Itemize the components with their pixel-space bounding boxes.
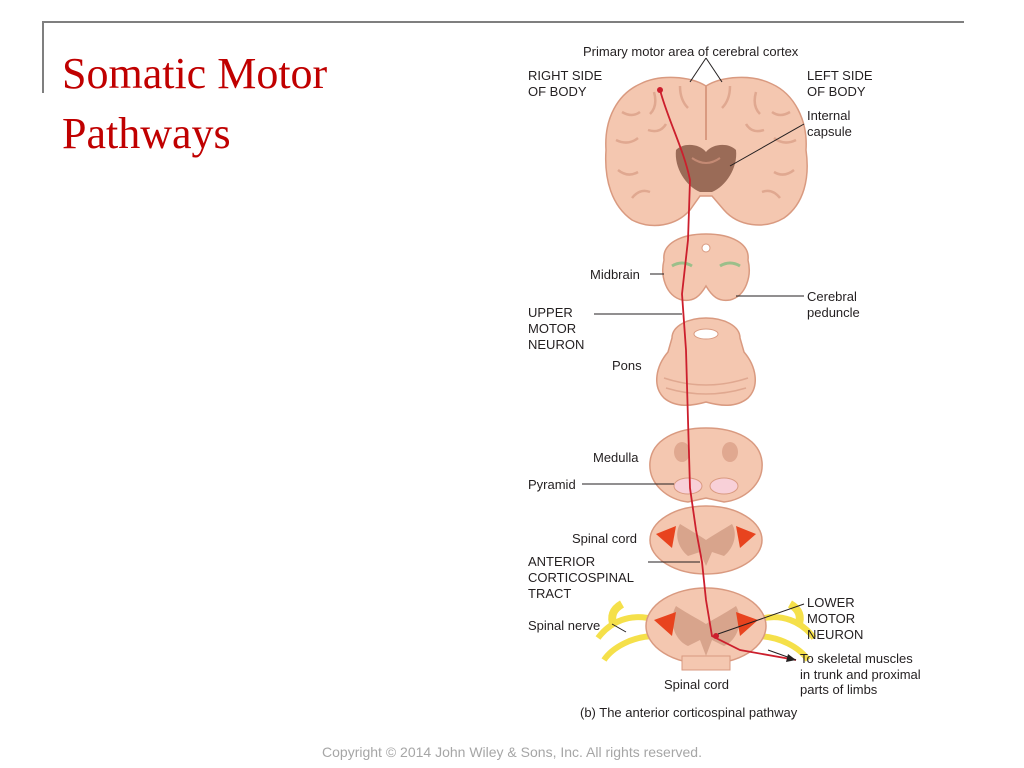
label-medulla: Medulla [593,450,639,465]
slide-title: Somatic Motor Pathways [62,44,327,164]
pyramid-left [673,477,703,495]
substantia-nigra-left [671,261,693,268]
title-line-1: Somatic Motor [62,49,328,98]
label-right-side-2: OF BODY [528,84,587,99]
medulla-nucleus-left [674,442,690,462]
label-left-side-1: LEFT SIDE [807,68,873,83]
label-anterior-2: CORTICOSPINAL [528,570,634,585]
thalamus-highlight [691,157,721,164]
dorsal-ganglion-left [608,600,625,628]
pons-section [656,317,756,406]
substantia-nigra-right [719,261,741,268]
pons-fibers [663,377,749,395]
label-primary-motor: Primary motor area of cerebral cortex [583,44,799,59]
label-lower-motor-1: LOWER [807,595,855,610]
leader-primary-motor-left [689,57,707,83]
label-left-side-2: OF BODY [807,84,866,99]
gray-matter-upper [677,524,735,566]
label-right-side-1: RIGHT SIDE [528,68,602,83]
label-anterior-1: ANTERIOR [528,554,595,569]
label-cerebral-peduncle-1: Cerebral [807,289,857,304]
leader-spinal-nerve [611,623,627,633]
cerebral-aqueduct [701,243,711,253]
label-anterior-3: TRACT [528,586,571,601]
label-skeletal-1: To skeletal muscles [800,651,913,666]
label-lower-motor-3: NEURON [807,627,863,642]
cerebrum-section [604,76,808,227]
label-upper-motor-2: MOTOR [528,321,576,336]
motor-area-upper-right [736,526,756,548]
motor-area-upper-left [656,526,676,548]
label-upper-motor-1: UPPER [528,305,573,320]
spinal-cord-stump [681,655,731,671]
medulla-section [649,427,763,503]
pons-outline [656,317,756,406]
left-rule [42,21,44,93]
label-midbrain: Midbrain [590,267,640,282]
arrowhead-skeletal [786,654,796,662]
leader-internal-capsule [729,123,805,167]
leader-primary-motor-right [705,57,723,83]
label-pons: Pons [612,358,642,373]
leader-lines [582,57,805,662]
label-internal-capsule-1: Internal [807,108,850,123]
leader-lower-motor [717,603,805,635]
medulla-nucleus-right [722,442,738,462]
label-pyramid: Pyramid [528,477,576,492]
label-skeletal-2: in trunk and proximal [800,667,921,682]
spinal-cord-section-upper [649,505,763,575]
corticospinal-tract-line [659,89,797,661]
pyramid-right [709,477,739,495]
label-spinal-cord-upper: Spinal cord [572,531,637,546]
motor-area-lower-left [654,612,676,636]
copyright-notice: Copyright © 2014 John Wiley & Sons, Inc.… [322,744,702,760]
title-line-2: Pathways [62,109,231,158]
label-lower-motor-2: MOTOR [807,611,855,626]
figure-caption: (b) The anterior corticospinal pathway [580,705,798,720]
label-skeletal-3: parts of limbs [800,682,878,697]
dorsal-ganglion-right [787,600,804,628]
cerebrum-outline [604,76,808,227]
midbrain-section [662,233,750,302]
spinal-cord-section-lower [595,587,817,671]
fourth-ventricle-pons [693,328,719,340]
label-cerebral-peduncle-2: peduncle [807,305,860,320]
label-spinal-cord-lower: Spinal cord [664,677,729,692]
label-upper-motor-3: NEURON [528,337,584,352]
cerebrum-gyri [615,85,797,199]
label-internal-capsule-2: capsule [807,124,852,139]
gray-matter-lower [672,606,740,656]
medulla-outline [649,427,763,503]
top-rule [42,21,964,23]
label-spinal-nerve: Spinal nerve [528,618,600,633]
